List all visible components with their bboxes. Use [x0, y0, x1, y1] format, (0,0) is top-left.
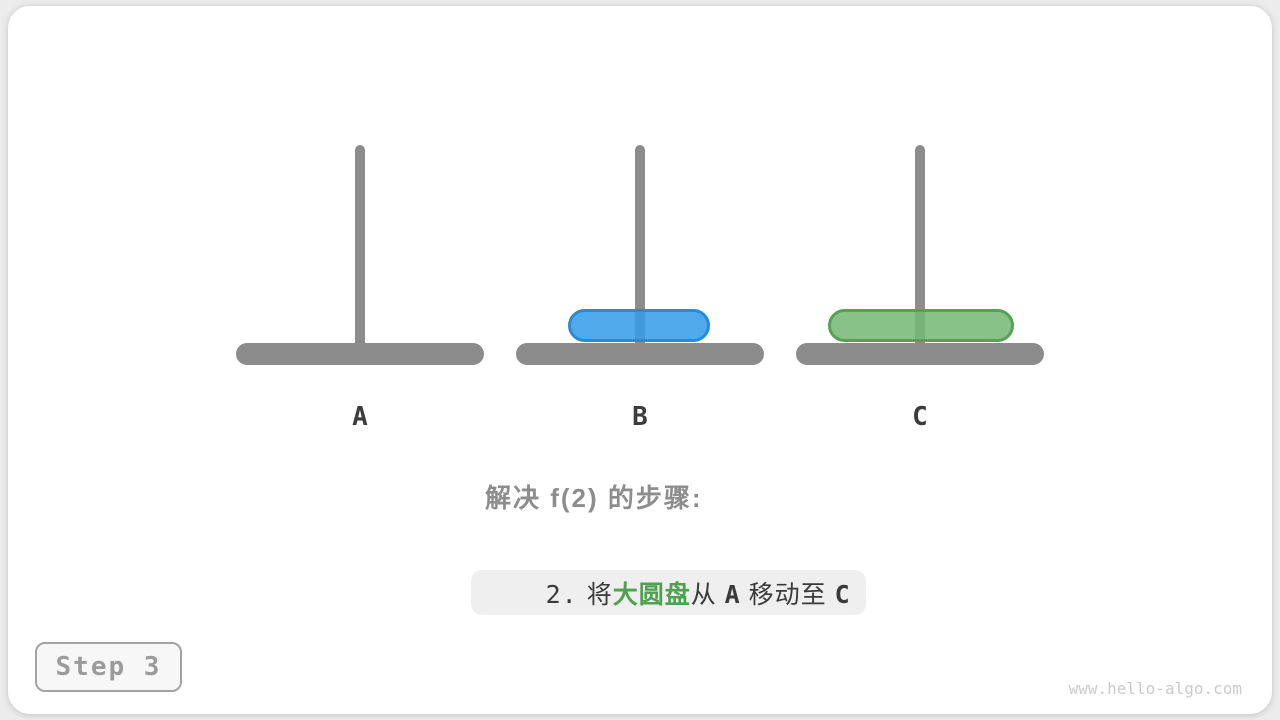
large-disk	[828, 309, 1014, 342]
step-item-2-highlight-box: 2. 将大圆盘从 A 移动至 C	[471, 570, 866, 615]
step-2-from-peg: A	[724, 579, 741, 609]
step-2-large-disk-word: 大圆盘	[612, 580, 691, 609]
peg-b-pole	[635, 145, 645, 353]
watermark: www.hello-algo.com	[1068, 679, 1242, 698]
peg-b-label: B	[632, 402, 648, 432]
peg-c-base	[796, 343, 1044, 365]
step-badge: Step 3	[35, 642, 182, 692]
steps-title: 解决 f(2) 的步骤:	[485, 483, 703, 513]
peg-a-label: A	[352, 402, 368, 432]
step-2-move-word: 将	[586, 580, 613, 609]
step-2-number: 2.	[545, 579, 578, 609]
peg-c-pole	[915, 145, 925, 353]
step-2-to-peg: C	[834, 579, 851, 609]
figure-card: A B C 解决 f(2) 的步骤: 1.将小圆盘从 A 移动至 B 2.将大圆…	[8, 6, 1272, 714]
peg-c-label: C	[912, 402, 928, 432]
step-2-moveto-word: 移动至	[740, 580, 835, 609]
peg-b-base	[516, 343, 764, 365]
step-2-from-word: 从	[690, 580, 725, 609]
step-item-2: 2. 将大圆盘从 A 移动至 C	[482, 546, 851, 640]
small-disk	[568, 309, 710, 342]
peg-a-base	[236, 343, 484, 365]
peg-a-pole	[355, 145, 365, 353]
